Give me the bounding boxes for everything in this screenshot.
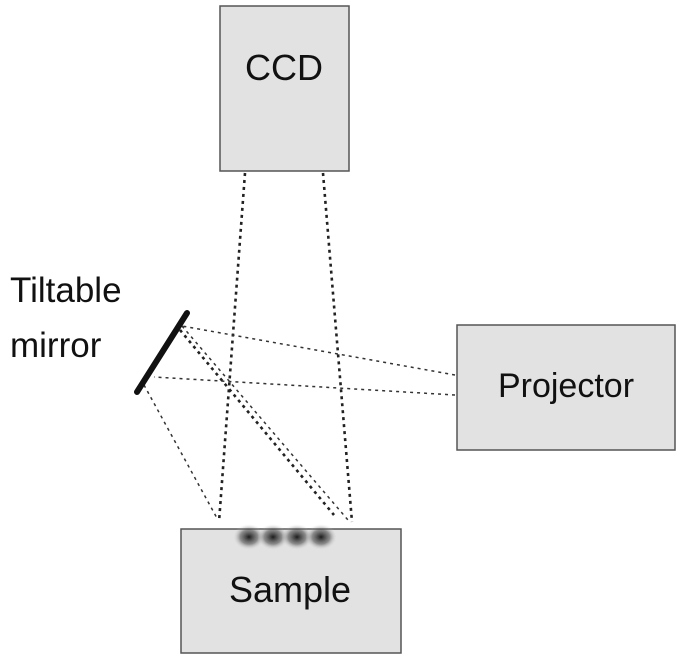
ccd-box (219, 5, 350, 172)
fringe-pattern (233, 524, 337, 550)
ccd-view-beams (217, 172, 354, 523)
fringe-spot (305, 524, 337, 550)
mirror-label-line1: Tiltable (10, 271, 122, 310)
ccd-label: CCD (245, 47, 323, 88)
ccd-beam-left (217, 172, 247, 523)
reflected-beam-center (179, 329, 335, 516)
sample-block: Sample (180, 524, 402, 654)
fringe-spot (281, 524, 313, 550)
projector-beam-upper (181, 325, 456, 376)
projector-block: Projector (456, 324, 676, 451)
sample-label: Sample (229, 569, 351, 610)
fringe-spot (233, 524, 265, 550)
sample-box (180, 528, 402, 654)
projector-beam-lower (153, 376, 456, 396)
mirror-reflected-beams (143, 325, 349, 521)
ccd-block: CCD (219, 5, 350, 172)
mirror-label: Tiltable mirror (10, 271, 122, 365)
projector-box (456, 324, 676, 451)
fringe-spot (257, 524, 289, 550)
tiltable-mirror (134, 310, 190, 395)
ccd-beam-right (321, 172, 354, 523)
reflected-beam-left (143, 384, 219, 521)
projector-label: Projector (498, 367, 634, 405)
mirror-label-line2: mirror (10, 326, 102, 365)
reflected-beam-right (181, 325, 349, 521)
projector-beams (153, 325, 456, 396)
